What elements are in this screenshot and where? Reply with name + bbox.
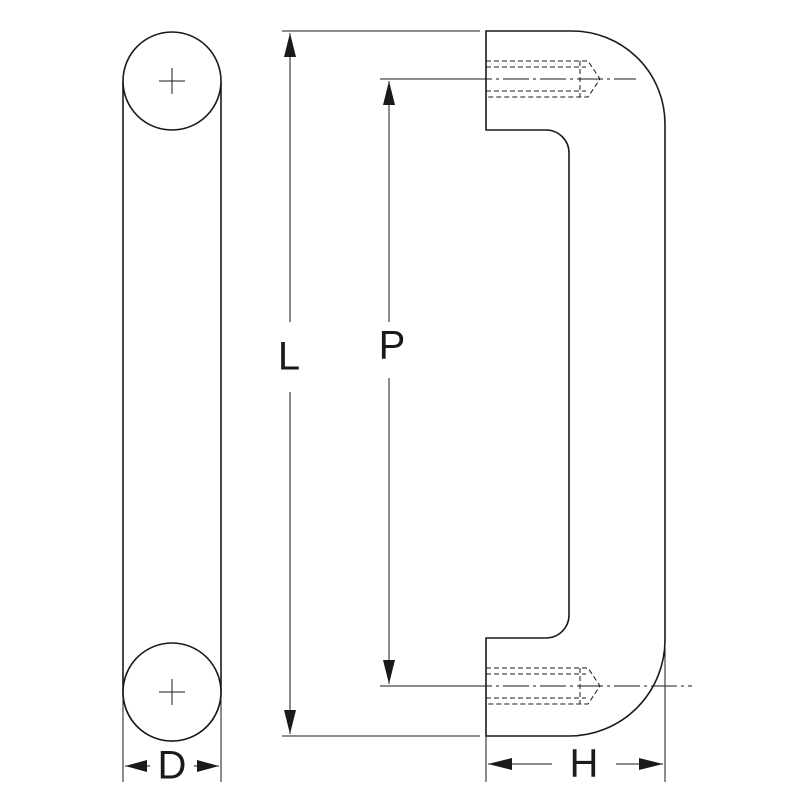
length-dimension: L [278,30,480,737]
bottom-center-mark-icon [159,679,185,705]
length-arrow-top [284,33,296,57]
length-arrow-bottom [284,710,296,734]
pitch-dimension: P [379,78,470,687]
depth-arrow-right [197,760,219,772]
front-view-bar-outline [122,34,222,742]
length-label: L [278,335,300,379]
depth-arrow-left [125,760,147,772]
side-view [466,30,692,737]
pitch-label: P [379,324,406,368]
height-label: H [570,742,599,786]
pitch-arrow-bottom [383,660,395,684]
depth-dimension: D [122,692,222,788]
height-arrow-right [639,758,663,770]
top-center-mark-icon [159,68,185,94]
length-extension-lines [282,30,480,737]
pitch-extension-lines [380,78,470,687]
depth-label: D [158,744,187,788]
height-extension-lines [485,640,666,782]
side-view-handle-outline [485,30,666,737]
height-arrow-left [488,758,512,770]
pitch-arrow-top [383,81,395,105]
front-view [122,31,222,742]
depth-extension-lines [122,692,222,782]
height-dimension: H [485,640,666,786]
